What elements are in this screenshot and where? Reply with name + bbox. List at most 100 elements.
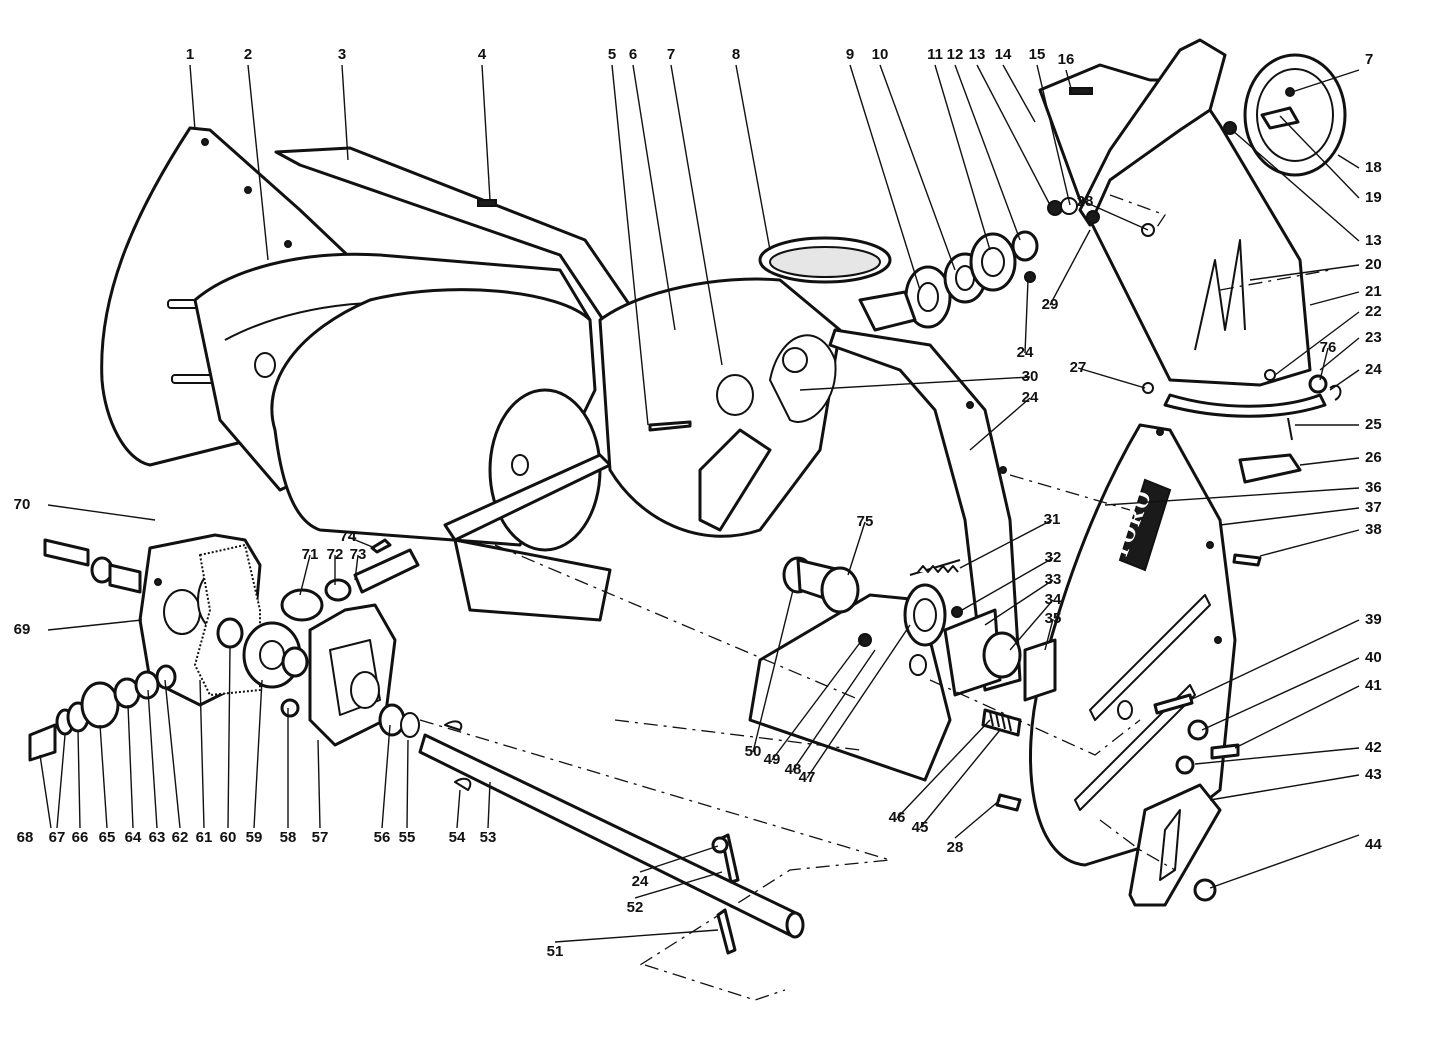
callout-label: 30 [1022,368,1039,385]
right-side-plate: TORO [1028,423,1237,867]
leader-line [381,724,391,829]
callout-label: 57 [312,829,329,846]
callout-label: 63 [149,829,166,846]
callout-label: 38 [1365,521,1382,538]
leader-line [1291,69,1360,93]
callout-label: 28 [947,839,964,856]
callout-label: 26 [1365,449,1382,466]
leader-line [1319,347,1329,381]
callout-label: 6 [629,46,637,63]
leader-line [634,871,723,899]
leader-line [347,536,376,549]
callout-label: 28 [1077,193,1094,210]
leader-line [1044,618,1054,651]
leader-line [1209,834,1360,889]
leader-line [1065,69,1073,93]
callout-label: 48 [785,761,802,778]
leader-line [847,521,866,576]
leader-line [879,64,956,271]
leader-line [954,799,1001,839]
assembly-centerlines [419,194,1331,1001]
leader-line [1201,657,1360,731]
callout-label: 10 [872,46,889,63]
leader-line [253,679,263,829]
callout-label: 58 [280,829,297,846]
callout-label: 1 [186,46,194,63]
leader-line [127,704,134,829]
callout-label: 5 [608,46,616,63]
leader-line [1234,685,1360,749]
callout-label: 29 [1042,296,1059,313]
callout-label: 42 [1365,739,1382,756]
callout-label: 24 [1017,344,1034,361]
callout-label: 11 [927,46,943,63]
leader-line [456,789,461,829]
leader-line [1319,337,1360,371]
leader-line [1009,599,1054,651]
leader-line [406,739,409,829]
callout-label: 18 [1365,159,1382,176]
callout-label: 35 [1045,610,1062,627]
leader-line [77,729,81,829]
callout-label: 25 [1365,416,1382,433]
callout-label: 68 [17,829,34,846]
callout-label: 54 [449,829,466,846]
leader-line [1259,529,1360,557]
leader-line [1189,619,1360,701]
leader-line [341,64,349,161]
callout-label: 7 [667,46,675,63]
leader-line [317,739,321,829]
leader-line [896,719,991,819]
leader-line [1104,487,1360,506]
chute-handle [1078,38,1227,227]
auger-drum [270,288,612,552]
callout-label: 69 [14,621,31,638]
callout-label: 15 [1029,46,1046,63]
idler-assembly [782,556,1057,737]
callout-label: 70 [14,496,31,513]
callout-label: 41 [1365,677,1382,694]
leader-line [792,649,876,771]
callout-label: 53 [480,829,497,846]
callout-label: 19 [1365,189,1382,206]
callout-label: 34 [1045,591,1062,608]
leader-line [99,724,108,829]
callout-label: 64 [125,829,142,846]
callout-label: 23 [1365,329,1382,346]
leader-line [1337,154,1360,169]
leader-line [481,64,491,201]
callout-label: 20 [1365,256,1382,273]
leader-line [56,734,66,829]
leader-line [771,639,863,761]
deflector-pulley [1243,53,1347,177]
leader-line [199,679,205,829]
leader-line [969,397,1031,451]
leader-line [354,554,359,581]
leader-line [247,64,269,261]
leader-line [164,679,181,829]
callout-label: 66 [72,829,89,846]
leader-line [1077,367,1146,389]
callout-label: 32 [1045,549,1062,566]
callout-label: 76 [1320,339,1337,356]
callout-label: 50 [745,743,762,760]
callout-label: 40 [1365,649,1382,666]
auger-shaft [378,553,1262,955]
callout-label: 55 [399,829,416,846]
callout-label: 3 [338,46,346,63]
scraper-bar [453,538,612,622]
leader-line [1002,64,1036,123]
callout-label: 2 [244,46,252,63]
bearing-stack [858,230,1039,332]
callout-label: 74 [340,528,357,545]
callout-label: 65 [99,829,116,846]
skid-shoe [1128,783,1222,907]
leader-line [961,557,1054,611]
leader-line [1036,64,1071,206]
discharge-chute [1038,63,1327,418]
leader-line [984,579,1054,626]
callout-label: 13 [1365,232,1382,249]
leader-line [1249,264,1360,281]
callout-label: 62 [172,829,189,846]
